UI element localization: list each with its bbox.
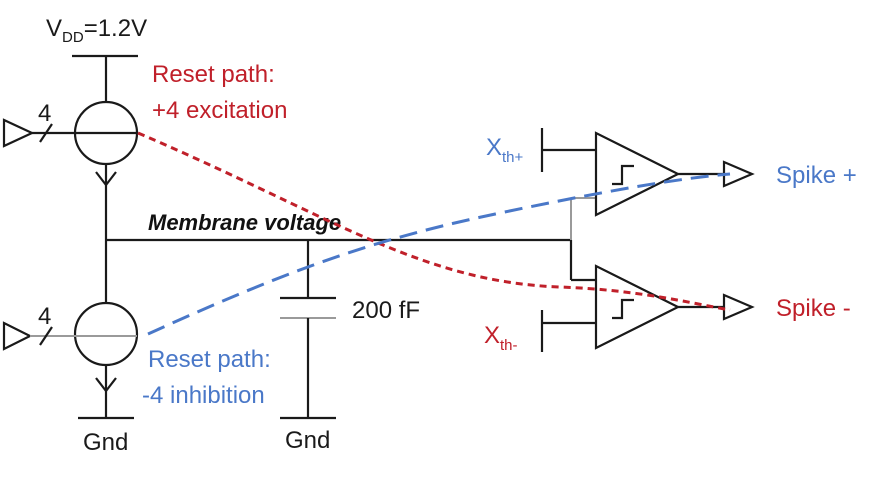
bus-slash-bottom [39,326,53,346]
ground-left-label: Gnd [83,429,128,456]
membrane-voltage-label: Membrane voltage [148,210,341,235]
hysteresis-plus-icon [612,164,634,186]
bus-width-bottom: 4 [38,303,51,330]
bus-slash-top [39,123,53,143]
reset-path-inhibition [147,172,731,336]
input-buffer-top-icon [2,118,35,148]
bus-width-top: 4 [38,100,51,127]
output-buffer-minus-icon [722,293,755,321]
reset-inhibition-line2: -4 inhibition [142,382,265,409]
comparator-minus [594,264,681,350]
spike-minus-label: Spike - [776,295,851,322]
down-arrow-icon [95,377,117,393]
spike-plus-label: Spike + [776,162,857,189]
ground-right-label: Gnd [285,427,330,454]
threshold-minus-label: Xth- [484,322,518,354]
hysteresis-minus-icon [612,298,634,320]
capacitor-value-label: 200 fF [352,297,420,324]
reset-path-excitation [137,131,731,312]
reset-excitation-line1: Reset path: [152,61,275,88]
input-buffer-bottom-icon [2,321,33,351]
reset-inhibition-line1: Reset path: [148,346,271,373]
inhibition-current-source [73,301,139,367]
reset-excitation-line2: +4 excitation [152,97,287,124]
threshold-plus-label: Xth+ [486,134,524,166]
vdd-label: VDD=1.2V [46,15,147,46]
comparator-plus [594,131,681,217]
